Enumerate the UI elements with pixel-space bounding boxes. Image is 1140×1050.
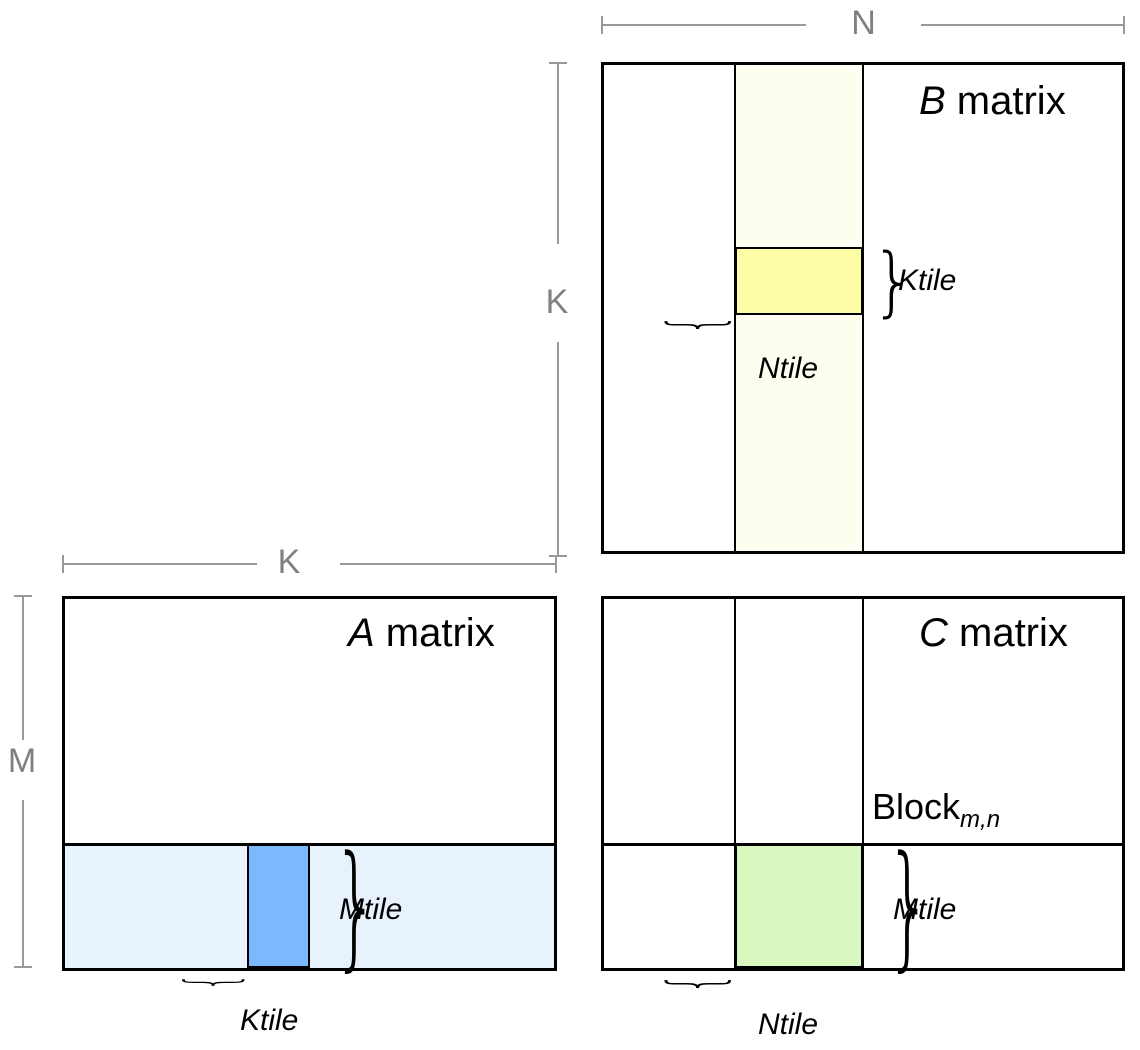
a-matrix-ktile-brace: } xyxy=(176,975,255,992)
b-matrix-ntile-label: Ntile xyxy=(758,352,819,385)
m-dimension-line-bottom xyxy=(22,800,24,968)
a-matrix-mtile-brace: } xyxy=(332,827,380,984)
c-matrix-ntile-brace: } xyxy=(659,975,743,995)
n-dimension-label: N xyxy=(851,4,876,42)
b-matrix-ktile-label: Ktile xyxy=(898,264,957,297)
b-matrix-ntile-brace: } xyxy=(659,316,743,336)
c-matrix-mtile-label: Mtile xyxy=(893,893,957,926)
k-vertical-line-top xyxy=(557,62,559,244)
k-vertical-bottom-cap xyxy=(549,555,567,557)
c-matrix-block-subscript: m,n xyxy=(960,806,1001,834)
k-vertical-line-bottom xyxy=(557,342,559,556)
k-horizontal-line-right xyxy=(340,563,557,565)
n-dimension-right-cap xyxy=(1123,16,1125,34)
k-horizontal-dimension-label: K xyxy=(277,543,301,581)
k-horizontal-right-cap xyxy=(555,555,557,573)
b-matrix-label-symbol: B xyxy=(919,79,946,123)
c-matrix-label-text: matrix xyxy=(947,611,1068,655)
c-matrix-block-text: Block xyxy=(872,786,961,827)
a-matrix-mtile-label: Mtile xyxy=(339,893,403,926)
b-matrix-ktile-brace: } xyxy=(871,236,915,325)
a-matrix-ktile-label: Ktile xyxy=(240,1004,299,1037)
c-matrix-grid-right xyxy=(862,599,864,968)
k-horizontal-line-left xyxy=(62,563,257,565)
c-matrix-label: C matrix xyxy=(919,611,1068,656)
m-dimension-line-top xyxy=(22,595,24,740)
c-matrix-ntile-label: Ntile xyxy=(758,1008,819,1041)
a-matrix-label-symbol: A xyxy=(348,611,375,655)
c-matrix-grid-row xyxy=(604,843,1122,846)
n-dimension-line-right xyxy=(921,24,1125,26)
m-dimension-bottom-cap xyxy=(14,966,32,968)
c-matrix-block-label: Blockm,n xyxy=(872,786,1000,834)
b-matrix-label: B matrix xyxy=(919,79,1066,124)
b-matrix-tile xyxy=(735,247,863,315)
a-matrix-label: A matrix xyxy=(348,611,495,656)
b-matrix-grid-right xyxy=(862,65,864,551)
c-matrix-tile xyxy=(735,844,863,968)
b-matrix-label-text: matrix xyxy=(945,79,1066,123)
a-matrix-tile xyxy=(247,844,310,968)
c-matrix-label-symbol: C xyxy=(919,611,948,655)
k-vertical-dimension-label: K xyxy=(545,283,569,321)
a-matrix-label-text: matrix xyxy=(374,611,495,655)
n-dimension-line-left xyxy=(601,24,806,26)
c-matrix-grid-left xyxy=(734,599,736,968)
c-matrix-mtile-brace: } xyxy=(885,827,933,984)
m-dimension-label: M xyxy=(7,742,37,780)
